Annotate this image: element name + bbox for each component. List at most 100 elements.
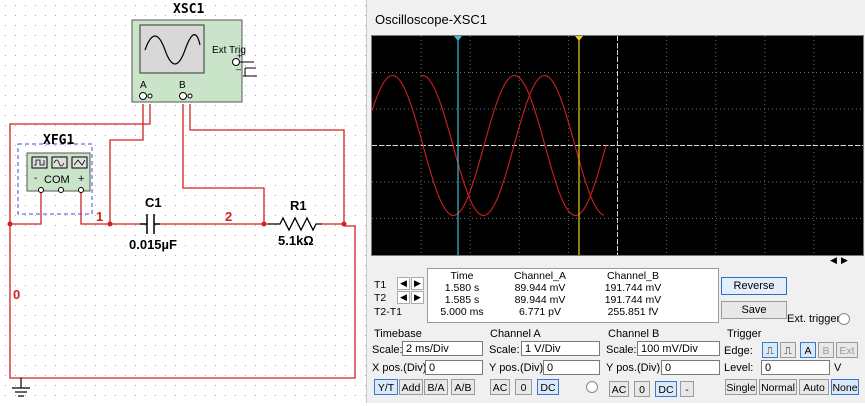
wire-scope-b-minus [189,104,345,226]
ba-button[interactable]: B/A [424,379,448,395]
channel-a-ypos-input[interactable]: 0 [543,360,600,375]
trigger-edge-label: Edge: [724,345,753,357]
table-header: Time Channel_A Channel_B [428,270,718,282]
t1-left-arrow-icon[interactable]: ◀ [397,277,410,290]
add-button[interactable]: Add [399,379,423,395]
scope-ch-a-label: A [140,80,147,91]
falling-edge-icon[interactable]: ⎍ [780,342,796,358]
channel-b-ypos-label: Y pos.(Div): [606,362,664,374]
scope-grid [372,36,863,255]
cursor-t1-handle [454,36,462,41]
oscilloscope-window: Oscilloscope-XSC1 ◀▶ T1 T2 T2-T1 ◀▶ ◀▶ T… [366,0,865,403]
t2-label: T2 [374,292,387,304]
wire-scope-a-minus [20,104,151,125]
wire-node-0 [9,123,356,379]
ab-button[interactable]: A/B [451,379,475,395]
wire-fg-minus [10,192,42,225]
scope-minus-label: _ [236,60,242,70]
t2-left-arrow-icon[interactable]: ◀ [397,291,410,304]
timebase-scale-label: Scale: [372,344,403,356]
channel-b-title: Channel B [608,328,660,340]
scope-plot [372,36,863,255]
cursor-measurements: T1 T2 T2-T1 ◀▶ ◀▶ Time Channel_A Channel… [371,268,719,323]
save-button[interactable]: Save [721,301,787,319]
trigger-a-button[interactable]: A [800,342,816,358]
channel-b-ac-button[interactable]: AC [609,381,629,397]
measurement-table: Time Channel_A Channel_B 1.580 s 89.944 … [427,268,719,323]
reverse-button[interactable]: Reverse [721,277,787,295]
channel-a-title: Channel A [490,328,541,340]
scope-terminals [139,58,240,100]
trigger-ext-button[interactable]: Ext [836,342,858,358]
cursor-t2-handle [575,36,583,41]
ext-trigger-terminal[interactable] [838,313,850,325]
ext-trig-lead [240,61,257,77]
channel-b-zero-button[interactable]: 0 [634,381,650,397]
trigger-auto-button[interactable]: Auto [799,379,829,395]
header-time: Time [450,270,474,282]
timebase-scale-input[interactable]: 2 ms/Div [402,341,483,356]
channel-a-scale-input[interactable]: 1 V/Div [521,341,600,356]
trigger-b-button[interactable]: B [818,342,834,358]
channel-b-minus-button[interactable]: - [680,381,694,397]
schematic-canvas[interactable]: XSC1 Ext Trig + _ A B XFG1 - COM + C1 0.… [0,0,368,403]
channel-a-terminal[interactable] [586,381,598,393]
fg-minus-label: - [34,173,38,184]
channel-a-dc-button[interactable]: DC [537,379,559,395]
scope-wave-icon [144,34,201,65]
table-row: 5.000 ms 6.771 pV 255.851 fV [440,306,659,318]
fg-wave-buttons [31,156,88,169]
resistor-r1 [268,216,322,232]
scroll-left-icon[interactable]: ◀ [830,255,837,265]
junctions [7,221,347,227]
channel-b-ypos-input[interactable]: 0 [661,360,720,375]
fg-plus-label: + [78,173,85,185]
window-title: Oscilloscope-XSC1 [375,12,487,27]
trigger-normal-button[interactable]: Normal [759,379,797,395]
ext-trig-label: Ext Trig [212,45,246,56]
trigger-level-unit[interactable]: V [834,362,842,374]
trigger-title: Trigger [727,328,762,340]
node-0-label: 0 [13,287,21,302]
scope-label: XSC1 [173,2,205,17]
scope-display[interactable] [371,35,864,256]
channel-a-ypos-label: Y pos.(Div): [489,362,547,374]
channel-a-ac-button[interactable]: AC [490,379,510,395]
fg-label: XFG1 [43,133,75,148]
fg-com-label: COM [44,174,70,186]
table-row: 1.580 s 89.944 mV 191.744 mV [444,282,662,294]
rising-edge-icon[interactable]: ⎍ [762,342,778,358]
t2-right-arrow-icon[interactable]: ▶ [411,291,424,304]
channel-b-scale-label: Scale: [606,344,637,356]
wires [9,104,356,379]
channel-b-dc-button[interactable]: DC [655,381,677,397]
timebase-xpos-input[interactable]: 0 [425,360,483,375]
scroll-right-icon[interactable]: ▶ [841,255,848,265]
timebase-title: Timebase [374,328,422,340]
channel-b-trace [419,74,605,217]
trigger-single-button[interactable]: Single [725,379,757,395]
scope-plus-label: + [237,51,243,61]
node-1-label: 1 [96,209,104,224]
yt-button[interactable]: Y/T [374,379,398,395]
ground-icon [12,378,30,397]
wire-node-1 [80,192,140,225]
trigger-level-input[interactable]: 0 [761,360,830,375]
header-channel-a: Channel_A [514,270,566,282]
fg-terminals [38,187,84,193]
node-2-label: 2 [225,209,233,224]
display-scroll-arrows[interactable]: ◀▶ [828,254,858,268]
c1-value: 0.015µF [129,237,177,252]
trigger-level-label: Level: [724,362,754,374]
fg-selection-box [17,143,93,215]
scope-screen-icon [139,24,205,74]
r1-value: 5.1kΩ [278,233,314,248]
channel-b-scale-input[interactable]: 100 mV/Div [637,341,720,356]
capacitor-c1 [140,214,160,234]
trigger-none-button[interactable]: None [831,379,859,395]
wire-scope-b [182,104,265,224]
table-row: 1.585 s 89.944 mV 191.744 mV [444,294,662,306]
timebase-xpos-label: X pos.(Div): [372,362,430,374]
channel-a-zero-button[interactable]: 0 [515,379,532,395]
t1-right-arrow-icon[interactable]: ▶ [411,277,424,290]
